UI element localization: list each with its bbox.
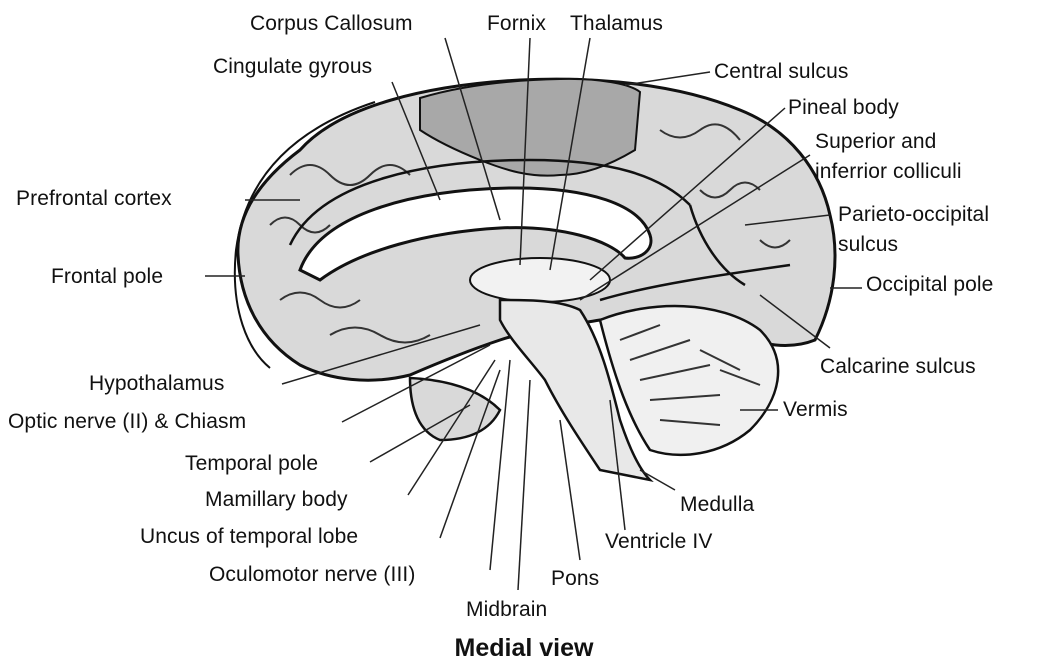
label-midbrain: Midbrain [466,598,547,622]
label-ventricle-iv: Ventricle IV [605,530,712,554]
label-hypothalamus: Hypothalamus [89,372,224,396]
label-vermis: Vermis [783,398,848,422]
label-parieto-occipital-line2: sulcus [838,233,898,257]
label-frontal-pole: Frontal pole [51,265,163,289]
label-occipital-pole: Occipital pole [866,273,993,297]
label-mamillary-body: Mamillary body [205,488,348,512]
label-temporal-pole: Temporal pole [185,452,318,476]
label-calcarine-sulcus: Calcarine sulcus [820,355,976,379]
label-superior-colliculi-line1: Superior and [815,130,936,154]
label-central-sulcus: Central sulcus [714,60,848,84]
label-medulla: Medulla [680,493,754,517]
cerebellum [600,306,778,455]
label-fornix: Fornix [487,12,546,36]
label-cingulate-gyrous: Cingulate gyrous [213,55,372,79]
label-pineal-body: Pineal body [788,96,899,120]
label-superior-colliculi-line2: inferrior colliculi [815,160,962,184]
label-parieto-occipital-line1: Parieto-occipital [838,203,989,227]
label-optic-nerve: Optic nerve (II) & Chiasm [8,410,246,434]
label-uncus: Uncus of temporal lobe [140,525,358,549]
thalamus-shape [470,258,610,302]
label-oculomotor-nerve: Oculomotor nerve (III) [209,563,415,587]
figure-caption: Medial view [0,634,1048,663]
label-prefrontal-cortex: Prefrontal cortex [16,187,172,211]
label-thalamus: Thalamus [570,12,663,36]
label-corpus-callosum: Corpus Callosum [250,12,413,36]
label-pons: Pons [551,567,599,591]
